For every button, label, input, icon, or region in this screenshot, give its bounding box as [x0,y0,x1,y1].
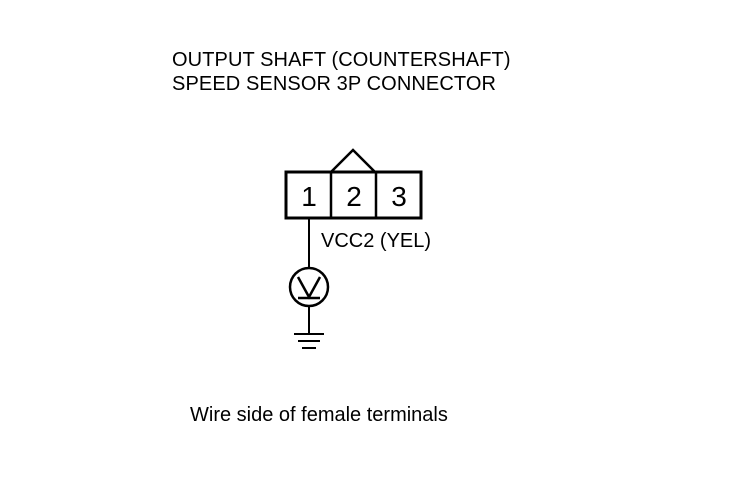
wire-label: VCC2 (YEL) [321,230,432,252]
pin-2-label: 2 [346,181,362,212]
pin-1-label: 1 [301,181,317,212]
title-line-2: SPEED SENSOR 3P CONNECTOR [172,73,497,95]
connector-housing [284,170,423,220]
ground-icon [294,333,324,349]
connector-lock-tab [330,148,376,173]
diagram-title: OUTPUT SHAFT (COUNTERSHAFT) SPEED SENSOR… [172,48,511,96]
diagram-caption: Wire side of female terminals [190,404,448,426]
voltmeter-v-mark [296,276,322,300]
title-line-1: OUTPUT SHAFT (COUNTERSHAFT) [172,49,511,71]
pin-3-label: 3 [391,181,407,212]
voltmeter-icon [288,266,330,308]
